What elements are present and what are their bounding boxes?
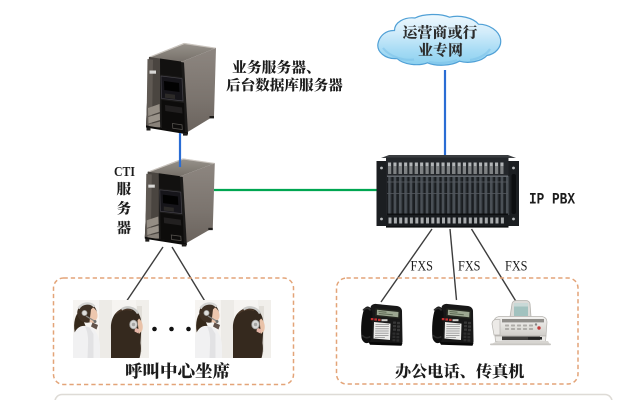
svg-text:IP PBX: IP PBX — [529, 191, 575, 209]
svg-text:FXS: FXS — [505, 259, 528, 275]
svg-text:CTI: CTI — [114, 164, 135, 179]
svg-text:FXS: FXS — [411, 259, 434, 275]
svg-text:FXS: FXS — [458, 259, 481, 275]
